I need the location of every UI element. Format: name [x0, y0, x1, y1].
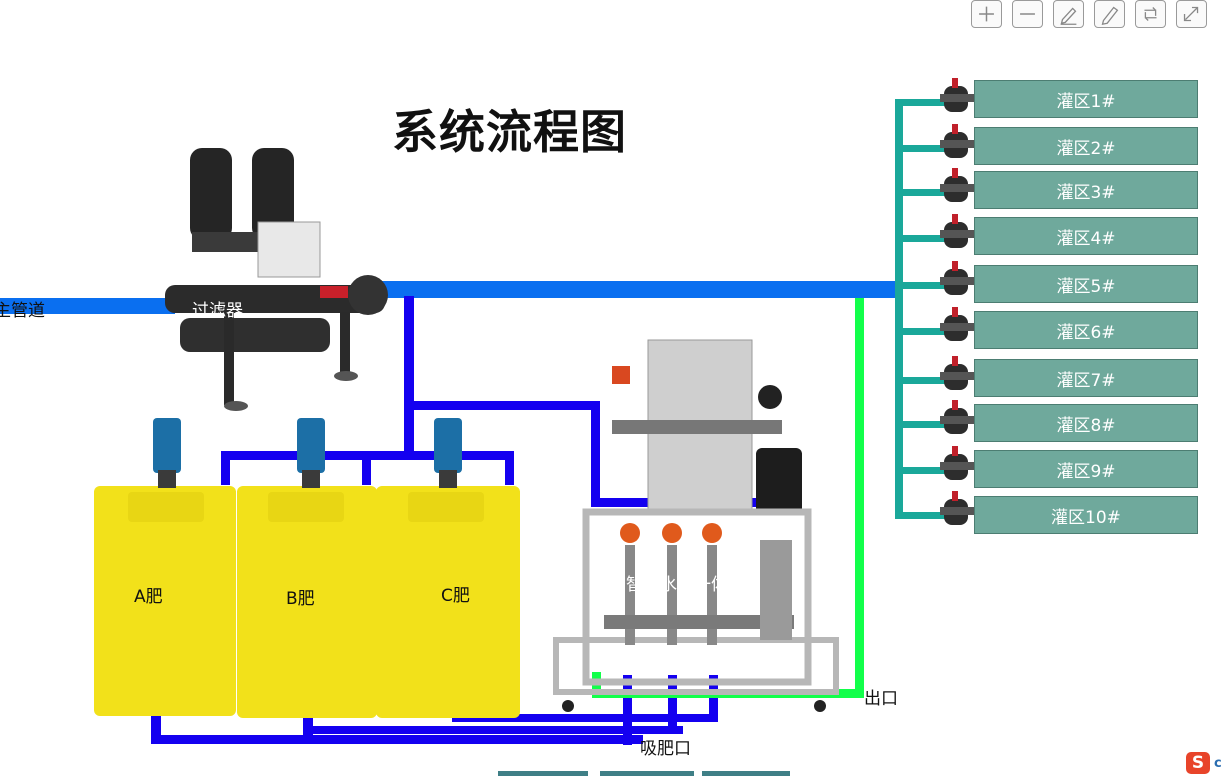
filter-label: 过滤器 — [192, 301, 243, 321]
zone-box-9[interactable]: 灌区9# — [974, 450, 1198, 488]
machine-label: 智能水肥一体机 — [626, 575, 745, 595]
tank-b — [237, 418, 377, 718]
tank-a-label: A肥 — [134, 587, 163, 607]
sogou-ime-suffix: c — [1214, 756, 1222, 771]
zone-box-3[interactable]: 灌区3# — [974, 171, 1198, 209]
fertigation-machine — [553, 339, 839, 712]
zone-valves — [940, 78, 974, 525]
branch-manifold — [895, 99, 945, 519]
bottom-tab-indicator-3 — [702, 771, 790, 776]
filter-unit — [165, 148, 388, 411]
pencil-icon — [1101, 6, 1119, 26]
tank-a — [94, 418, 236, 716]
suction-label: 吸肥口 — [640, 739, 691, 759]
main-pipe-trunk — [378, 281, 898, 298]
fullscreen-button[interactable] — [1176, 0, 1207, 28]
main-pipe-label: 主管道 — [0, 301, 45, 321]
edit-button[interactable] — [1053, 0, 1084, 28]
zone-box-5[interactable]: 灌区5# — [974, 265, 1198, 303]
tank-c-label: C肥 — [441, 586, 470, 606]
minus-icon — [1020, 13, 1035, 15]
bottom-tab-indicator-2 — [600, 771, 694, 776]
zone-box-10[interactable]: 灌区10# — [974, 496, 1198, 534]
outlet-label: 出口 — [864, 689, 898, 709]
zone-box-1[interactable]: 灌区1# — [974, 80, 1198, 118]
edit-icon — [1060, 7, 1077, 25]
tank-c — [376, 418, 520, 718]
plus-icon — [979, 6, 994, 22]
zone-box-2[interactable]: 灌区2# — [974, 127, 1198, 165]
expand-icon — [1183, 6, 1199, 22]
rotate-icon — [1144, 7, 1157, 21]
diagram-title: 系统流程图 — [392, 105, 627, 159]
zone-box-4[interactable]: 灌区4# — [974, 217, 1198, 255]
zone-box-6[interactable]: 灌区6# — [974, 311, 1198, 349]
pencil-button[interactable] — [1094, 0, 1125, 28]
main-pipe-inlet — [0, 298, 175, 314]
sogou-ime-icon[interactable]: S — [1186, 752, 1210, 774]
zoom-out-button[interactable] — [1012, 0, 1043, 28]
tank-b-label: B肥 — [286, 589, 315, 609]
zone-box-8[interactable]: 灌区8# — [974, 404, 1198, 442]
refresh-button[interactable] — [1135, 0, 1166, 28]
zoom-in-button[interactable] — [971, 0, 1002, 28]
bottom-tab-indicator-1 — [498, 771, 588, 776]
zone-box-7[interactable]: 灌区7# — [974, 359, 1198, 397]
